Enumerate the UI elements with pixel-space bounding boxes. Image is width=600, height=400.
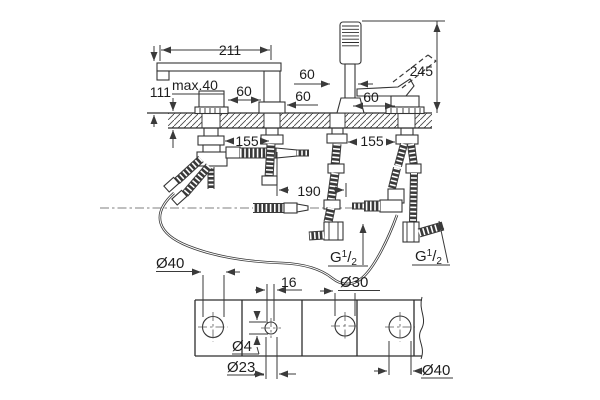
hose-spread-label: 190 xyxy=(297,183,321,199)
mounting-plan-view: Ø40 16 Ø30 Ø4 Ø23 Ø40 xyxy=(156,255,453,379)
hand-shower-hose-assembly xyxy=(308,127,348,241)
left-hole-dia-label: Ø40 xyxy=(156,255,184,272)
below-deck-plumbing: 155 155 190 G1/2 G1/2 xyxy=(100,127,450,286)
spout-riser xyxy=(263,70,281,103)
lever-alternate-position xyxy=(392,54,437,89)
hose-length-label-right: 155 xyxy=(360,133,384,149)
deck-strip-outline xyxy=(194,299,422,357)
spout-reach-label: 211 xyxy=(219,42,242,58)
hand-shower-grip xyxy=(339,21,362,65)
valve-handle xyxy=(194,90,229,115)
deck-hatching xyxy=(168,113,432,128)
tub-spout xyxy=(156,62,286,114)
lever-handle xyxy=(356,78,415,97)
shower-height-label: 245 xyxy=(410,63,434,79)
mixer-base xyxy=(385,106,425,115)
spout-shank-assembly xyxy=(260,127,284,186)
upper-dimensions: 211 245 111 max.40 60 60 60 60 xyxy=(150,20,445,148)
pin-hole-dia-label: Ø4 xyxy=(232,338,252,355)
axis-hose-assembly-left xyxy=(253,202,309,214)
spout-height-label: 111 xyxy=(150,84,171,100)
thread-size-label-right: G1/2 xyxy=(415,248,442,267)
handle-hole-dia-label: Ø23 xyxy=(227,359,255,376)
deck-thickness-label: max.40 xyxy=(172,77,218,93)
hand-shower-stem xyxy=(344,63,356,99)
above-deck-components xyxy=(156,21,437,115)
thread-size-label-left: G1/2 xyxy=(330,249,357,268)
spout-base xyxy=(258,101,286,114)
spout-outlet xyxy=(156,70,170,81)
below-deck-dimensions: 155 155 190 G1/2 G1/2 xyxy=(225,133,450,268)
right-hole-dia-label: Ø40 xyxy=(422,362,450,379)
hose-length-label-left: 155 xyxy=(235,133,259,149)
hose-end-fitting xyxy=(171,189,188,206)
flexible-hose-loop xyxy=(158,192,399,286)
mixer-lever xyxy=(356,54,437,115)
spacing-label-b: 60 xyxy=(299,66,315,82)
elbow-fitting-right xyxy=(402,221,420,243)
hose-end-fitting xyxy=(261,175,278,186)
spacing-label-a: 60 xyxy=(236,83,252,99)
spout-arm xyxy=(156,62,282,72)
elbow-outlet-left xyxy=(308,230,325,241)
hose-taper xyxy=(275,147,298,159)
deck-cross-section xyxy=(147,112,432,129)
hose-end-fitting xyxy=(163,176,180,193)
pin-offset-label: 16 xyxy=(281,274,297,290)
shower-hole-dia-label: Ø30 xyxy=(340,274,368,291)
elbow-fitting-left xyxy=(323,221,344,241)
spacing-label-d: 60 xyxy=(363,89,379,105)
mixer-hose-assembly xyxy=(352,127,445,243)
segment-dividers xyxy=(241,300,358,356)
break-line xyxy=(419,296,425,360)
hand-shower xyxy=(336,21,365,114)
mixer-body xyxy=(390,95,420,108)
spacing-label-c: 60 xyxy=(295,88,311,104)
